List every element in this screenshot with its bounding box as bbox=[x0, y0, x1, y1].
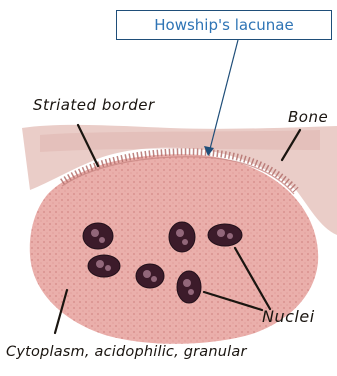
howships-lacunae-callout: Howship's lacunae bbox=[116, 10, 332, 40]
bone-label: Bone bbox=[288, 108, 328, 126]
nucleus bbox=[88, 255, 120, 277]
nuclei-label: Nuclei bbox=[262, 307, 315, 326]
nucleus bbox=[177, 271, 201, 303]
nucleus bbox=[83, 223, 113, 249]
nucleus bbox=[169, 222, 195, 252]
cytoplasm-label: Cytoplasm, acidophilic, granular bbox=[6, 344, 247, 360]
howships-lacunae-label: Howship's lacunae bbox=[154, 16, 293, 34]
striated-border-label: Striated border bbox=[33, 96, 155, 114]
nucleus bbox=[208, 224, 242, 246]
